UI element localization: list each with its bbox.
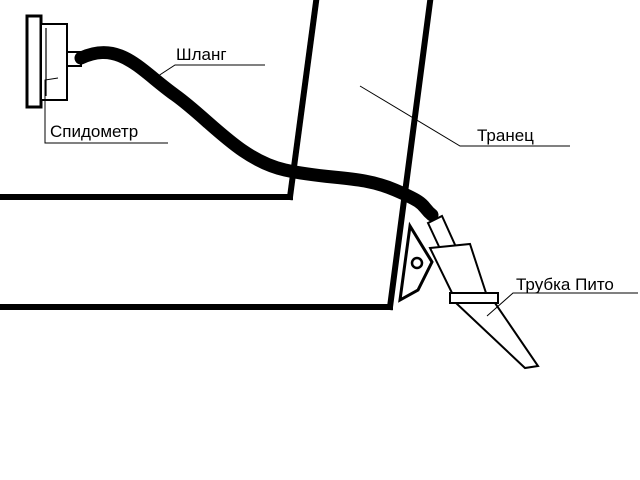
speedometer-bezel [25, 14, 43, 109]
transom-leader [359, 85, 570, 147]
inner-wall-line [286, 0, 320, 201]
pitot-tube-assembly [398, 214, 540, 370]
transom-line [386, 0, 434, 311]
hose-line [74, 46, 439, 222]
boat-hull [0, 0, 434, 311]
hose-label: Шланг [176, 45, 227, 64]
pitot-tube-label: Трубка Пито [516, 275, 614, 294]
transom-label: Транец [477, 126, 534, 145]
pitot-stem [428, 242, 488, 294]
speedometer-label: Спидометр [50, 122, 138, 141]
pitot-blade [453, 302, 540, 370]
mounting-bolt [410, 256, 424, 270]
pitot-collar [449, 292, 499, 304]
hose-leader [154, 64, 265, 79]
pitot-leader [486, 292, 638, 317]
speedometer-gauge [25, 14, 82, 109]
speedometer-leader [44, 77, 168, 144]
leader-lines [44, 64, 638, 317]
